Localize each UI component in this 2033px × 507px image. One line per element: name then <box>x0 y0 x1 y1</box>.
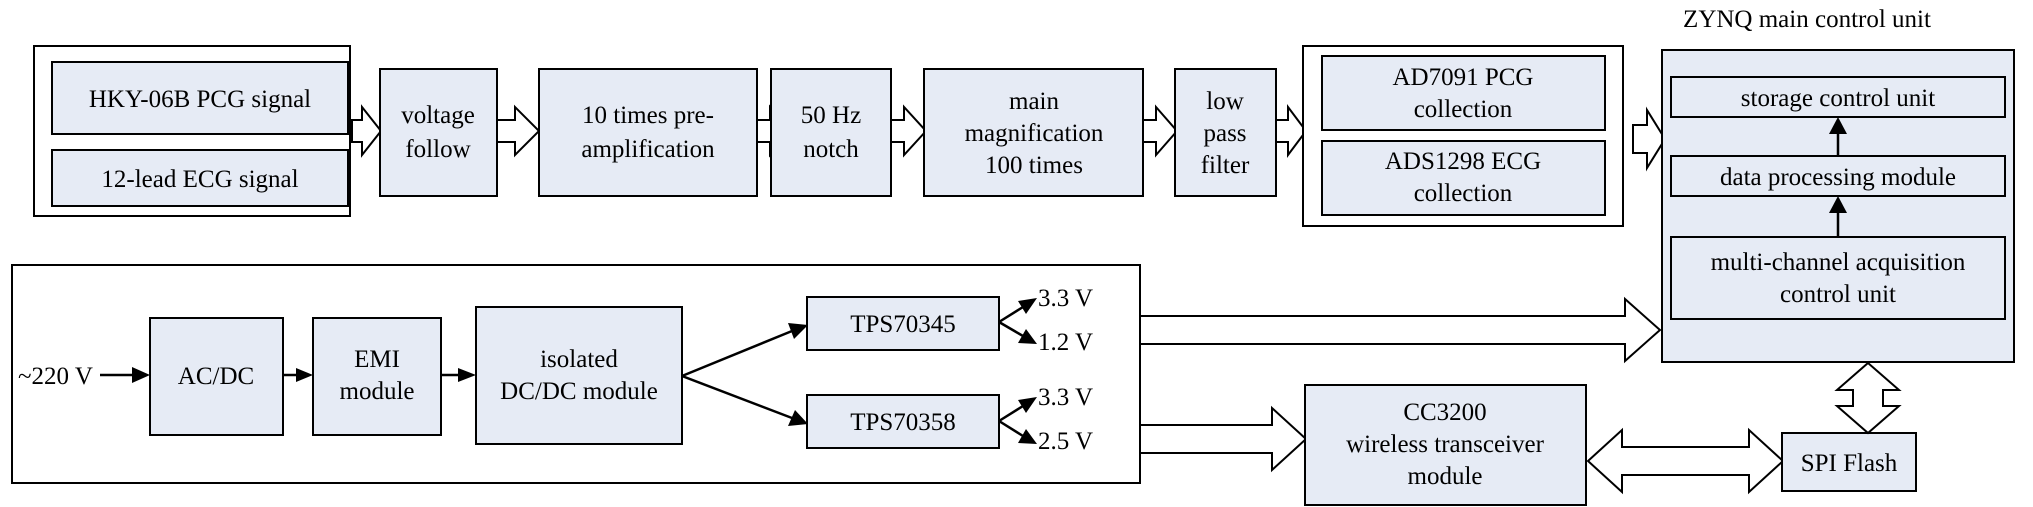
main-mag-line2: magnification <box>965 120 1104 147</box>
acdc-label: AC/DC <box>178 363 254 390</box>
isolated-dcdc-block <box>475 306 683 445</box>
arrowhead-tps70345-12v <box>1018 329 1037 344</box>
ads1298-line2: collection <box>1414 180 1513 207</box>
arrowhead-tps70358 <box>788 410 808 426</box>
pcg-signal-label: HKY-06B PCG signal <box>89 86 311 113</box>
emi-module-block <box>312 317 442 436</box>
arrowhead-acdc <box>132 367 150 383</box>
spi-flash-label: SPI Flash <box>1801 450 1898 477</box>
tps70345-out-33v: 3.3 V <box>1038 285 1093 312</box>
preamp-line1: 10 times pre- <box>582 102 714 129</box>
arrowhead-emi <box>296 368 313 382</box>
arrow-tps70358-to-33v <box>998 404 1024 423</box>
emi-line2: module <box>340 378 415 405</box>
arrow-tps70345-to-33v <box>998 305 1024 324</box>
cc3200-line1: CC3200 <box>1403 399 1486 426</box>
tps70345-block <box>806 296 1000 351</box>
spi-flash-block <box>1781 432 1917 492</box>
ad7091-line1: AD7091 PCG <box>1393 64 1534 91</box>
lpf-line3: filter <box>1201 152 1250 179</box>
ecg-signal-block <box>51 149 349 207</box>
preamp-block <box>538 68 758 197</box>
zynq-title: ZYNQ main control unit <box>1683 6 1931 33</box>
arrowhead-processing <box>1829 196 1847 213</box>
tps70358-out-25v: 2.5 V <box>1038 428 1093 455</box>
isolated-line2: DC/DC module <box>500 378 658 405</box>
arrow-tps70358-to-25v <box>998 419 1024 438</box>
cc3200-line2: wireless transceiver <box>1346 431 1545 458</box>
arrowhead-tps70358-33v <box>1018 397 1037 413</box>
ads1298-block <box>1321 140 1606 216</box>
acquisition-control-block <box>1670 236 2006 320</box>
main-mag-line3: 100 times <box>985 152 1083 179</box>
hollow-arrow-follow-to-preamp <box>496 104 541 158</box>
voltage-follow-line2: follow <box>405 136 470 163</box>
voltage-follow-line1: voltage <box>401 102 475 129</box>
arrowhead-tps70358-25v <box>1018 429 1037 444</box>
hollow-arrow-source-to-follow <box>351 104 383 158</box>
hollow-arrow-lpf-to-collection <box>1275 104 1308 158</box>
ads1298-line1: ADS1298 ECG <box>1385 148 1541 175</box>
preamp-line2: amplification <box>581 136 715 163</box>
voltage-follow-block <box>379 68 498 197</box>
tps70358-label: TPS70358 <box>850 409 956 436</box>
ad7091-line2: collection <box>1414 96 1513 123</box>
lpf-line2: pass <box>1203 120 1246 147</box>
arrowhead-tps70345 <box>788 323 808 339</box>
acquisition-line1: multi-channel acquisition <box>1711 249 1966 276</box>
main-mag-line1: main <box>1009 88 1059 115</box>
cc3200-line3: module <box>1408 463 1483 490</box>
ad7091-block <box>1321 55 1606 131</box>
hollow-arrow-mainmag-to-lpf <box>1142 104 1179 158</box>
storage-control-label: storage control unit <box>1741 85 1935 112</box>
hollow-arrow-notch-to-mainmag <box>890 104 928 158</box>
low-pass-filter-block <box>1174 68 1277 197</box>
hollow-double-arrow-wireless-flash <box>1586 427 1785 495</box>
arrowhead-isolated <box>458 368 476 382</box>
arrow-tps70345-to-12v <box>998 320 1024 338</box>
tps70345-out-12v: 1.2 V <box>1038 329 1093 356</box>
main-magnification-block <box>923 68 1144 197</box>
hollow-double-arrow-zynq-flash <box>1834 361 1902 435</box>
isolated-line1: isolated <box>540 346 618 373</box>
tps70345-label: TPS70345 <box>850 311 956 338</box>
tps70358-out-33v: 3.3 V <box>1038 384 1093 411</box>
data-processing-block <box>1670 155 2006 197</box>
mains-input-label: ~220 V <box>18 363 93 390</box>
emi-line1: EMI <box>354 346 400 373</box>
hollow-arrow-power-to-zynq <box>1139 296 1662 364</box>
acquisition-line2: control unit <box>1780 281 1896 308</box>
notch-line1: 50 Hz <box>801 102 861 129</box>
arrow-isolated-to-tps70358 <box>681 374 793 420</box>
arrow-isolated-to-tps70345 <box>681 329 793 378</box>
arrowhead-storage <box>1829 117 1847 134</box>
hollow-arrow-collection-to-zynq <box>1632 106 1667 172</box>
notch-line2: notch <box>803 136 859 163</box>
cc3200-block <box>1304 384 1587 506</box>
lpf-line1: low <box>1206 88 1244 115</box>
pcg-signal-block <box>51 61 349 135</box>
acdc-block <box>149 317 284 436</box>
notch-block <box>770 68 892 197</box>
ecg-signal-label: 12-lead ECG signal <box>101 166 298 193</box>
hollow-arrow-power-to-wireless <box>1139 405 1308 473</box>
data-processing-label: data processing module <box>1720 164 1956 191</box>
arrowhead-tps70345-33v <box>1018 298 1037 314</box>
